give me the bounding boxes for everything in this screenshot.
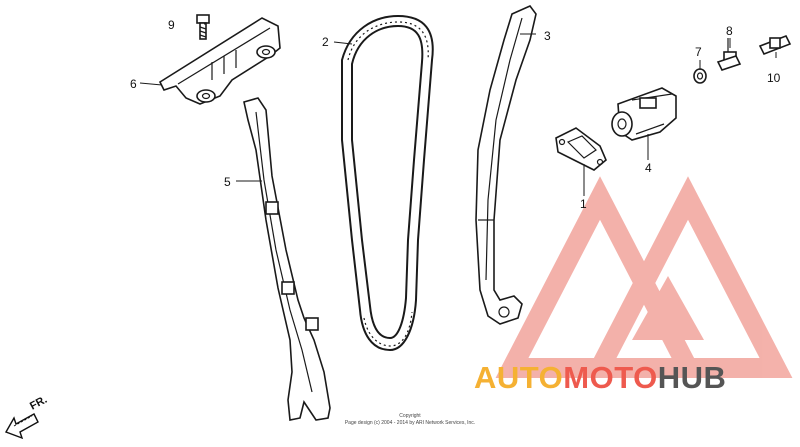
- part-1-gasket: [555, 127, 607, 171]
- callout-10: 10: [767, 71, 781, 85]
- copyright-line-1: Copyright: [399, 413, 421, 419]
- part-4-tensioner-lifter: [611, 87, 677, 141]
- callout-5: 5: [224, 175, 231, 189]
- part-6-upper-guide: [158, 17, 281, 105]
- part-7-washer: [693, 68, 707, 84]
- brand-word-moto: MOTO: [563, 360, 658, 395]
- callout-6: 6: [130, 77, 137, 91]
- part-2-cam-chain: [341, 15, 434, 351]
- watermark-brand: AUTOMOTOHUB: [474, 362, 726, 393]
- callout-3: 3: [544, 29, 551, 43]
- callout-2: 2: [322, 35, 329, 49]
- part-8-bolt: [716, 38, 742, 71]
- copyright-line-2: Page design (c) 2004 - 2014 by ARI Netwo…: [344, 420, 476, 426]
- watermark-logo: [495, 176, 793, 378]
- copyright-notice: Copyright Page design (c) 2004 - 2014 by…: [300, 413, 520, 427]
- part-9-bolt: [196, 14, 210, 40]
- part-5-tensioner-arm: [243, 97, 331, 421]
- callout-8: 8: [726, 24, 733, 38]
- leader-lines: [139, 23, 777, 196]
- brand-word-auto: AUTO: [474, 360, 564, 395]
- part-3-chain-guide: [475, 5, 537, 325]
- callout-1: 1: [580, 197, 587, 211]
- part-10-bolt: [758, 34, 792, 56]
- callout-labels: 6 9 5 2 3 1 4 7 8 10: [130, 18, 781, 211]
- callout-4: 4: [645, 161, 652, 175]
- brand-word-hub: HUB: [657, 360, 727, 395]
- callout-9: 9: [168, 18, 175, 32]
- arrow-down-left-icon: [4, 413, 39, 440]
- callout-7: 7: [695, 45, 702, 59]
